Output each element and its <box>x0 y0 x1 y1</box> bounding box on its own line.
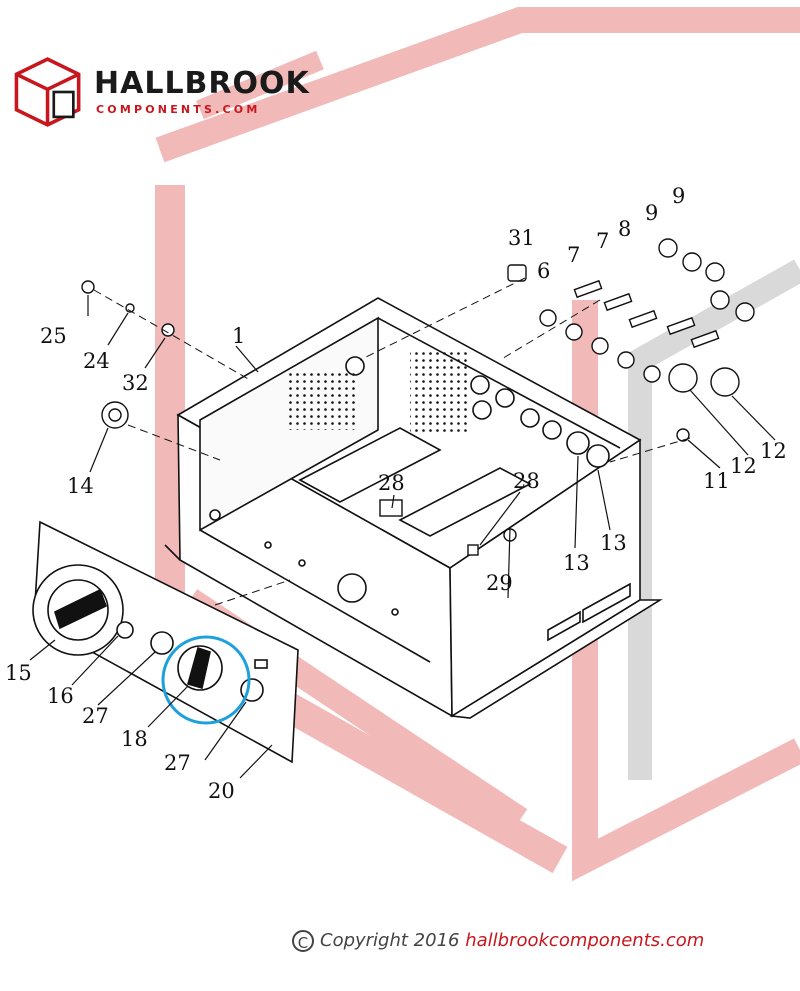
exploded-hardware <box>81 238 755 556</box>
box-inner-edge <box>377 317 621 449</box>
knob-27a <box>150 631 174 655</box>
grommet <box>495 388 515 408</box>
callout-8[interactable]: 8 <box>618 217 631 241</box>
copyright-icon: C <box>292 930 314 952</box>
callout-9a[interactable]: 9 <box>645 201 658 225</box>
holder-6 <box>539 309 557 327</box>
fuse-7b <box>603 292 633 312</box>
vent-pattern <box>288 352 470 432</box>
fuse-cap <box>658 238 678 258</box>
callout-1[interactable]: 1 <box>232 324 245 348</box>
callout-32[interactable]: 32 <box>122 371 149 395</box>
side-slot-2 <box>582 582 631 624</box>
copyright-site-link[interactable]: hallbrookcomponents.com <box>465 930 705 951</box>
callout-13b[interactable]: 13 <box>600 531 627 555</box>
box-floor-rail-2 <box>398 467 532 537</box>
callout-29[interactable]: 29 <box>486 571 513 595</box>
washer-32 <box>161 323 175 337</box>
box-flange-left <box>164 544 181 561</box>
callout-18[interactable]: 18 <box>121 727 148 751</box>
callout-13a[interactable]: 13 <box>563 551 590 575</box>
box-flange <box>449 599 663 719</box>
callout-leaders <box>29 295 776 779</box>
callout-27b[interactable]: 27 <box>164 751 191 775</box>
callout-12b[interactable]: 12 <box>760 439 787 463</box>
callout-14[interactable]: 14 <box>67 474 94 498</box>
fuse-9b <box>690 329 720 349</box>
grommet <box>470 375 490 395</box>
callout-20[interactable]: 20 <box>208 779 235 803</box>
holder-6 <box>565 323 583 341</box>
highlight-ring <box>161 635 251 725</box>
leader-lines <box>93 277 691 606</box>
callout-12a[interactable]: 12 <box>730 454 757 478</box>
lamp-13b <box>586 444 610 468</box>
callout-27a[interactable]: 27 <box>82 704 109 728</box>
copyright-footer: C Copyright 2016 hallbrookcomponents.com <box>292 930 704 952</box>
callout-31[interactable]: 31 <box>508 226 535 250</box>
front-small-hole-2 <box>264 541 272 549</box>
front-small-hole-4 <box>391 608 399 616</box>
front-small-hole-3 <box>298 559 306 567</box>
callout-16[interactable]: 16 <box>47 684 74 708</box>
hallbrook-logo-mark <box>14 57 81 127</box>
terminal-28b <box>467 544 479 556</box>
callout-7b[interactable]: 7 <box>596 229 609 253</box>
callout-28b[interactable]: 28 <box>513 469 540 493</box>
fuseholder-31 <box>507 264 527 282</box>
callout-9b[interactable]: 9 <box>672 184 685 208</box>
enclosure-box <box>164 297 663 719</box>
front-small-hole <box>209 509 221 521</box>
grommet <box>542 420 562 440</box>
callout-25[interactable]: 25 <box>40 324 67 348</box>
fuse-cap <box>705 262 725 282</box>
front-panel <box>32 520 299 764</box>
lamp-13a <box>566 431 590 455</box>
grommet <box>472 400 492 420</box>
part-callouts: 1 6 7 7 8 9 9 11 12 12 13 13 14 15 16 18… <box>5 184 787 803</box>
side-slot-1 <box>547 610 581 642</box>
label-plate <box>254 659 268 669</box>
grommet <box>520 408 540 428</box>
copyright-text: Copyright 2016 <box>320 930 460 951</box>
fuse-8 <box>628 309 658 329</box>
callout-11[interactable]: 11 <box>703 469 730 493</box>
front-panel-hole <box>337 573 367 603</box>
watermark-grey-right <box>628 259 800 780</box>
brand-subtitle: COMPONENTS.COM <box>96 103 261 116</box>
box-floor-rail <box>298 427 442 503</box>
selector-handle <box>187 646 211 690</box>
cap-12a <box>668 363 698 393</box>
terminal-28a <box>379 499 403 517</box>
holder-6 <box>643 365 661 383</box>
grommet-14-inner <box>108 408 122 422</box>
holder-6 <box>617 351 635 369</box>
rotary-handle <box>54 588 108 630</box>
callout-15[interactable]: 15 <box>5 661 32 685</box>
nut-25 <box>81 280 95 294</box>
screw-11 <box>676 428 690 442</box>
fuse-cap <box>735 302 755 322</box>
fuse-9 <box>666 316 696 336</box>
watermark-red-chevron <box>155 7 800 163</box>
lamp-16 <box>116 621 134 639</box>
holder-6 <box>591 337 609 355</box>
box-inner-floor <box>199 529 431 663</box>
fuse-7a <box>573 279 603 299</box>
fuse-cap <box>710 290 730 310</box>
callout-24[interactable]: 24 <box>83 349 110 373</box>
fuse-cap <box>682 252 702 272</box>
cap-12b <box>710 367 740 397</box>
callout-7a[interactable]: 7 <box>567 243 580 267</box>
callout-28a[interactable]: 28 <box>378 471 405 495</box>
callout-6[interactable]: 6 <box>537 259 550 283</box>
watermark-red-top <box>196 50 324 120</box>
brand-name: HALLBROOK <box>94 66 310 101</box>
